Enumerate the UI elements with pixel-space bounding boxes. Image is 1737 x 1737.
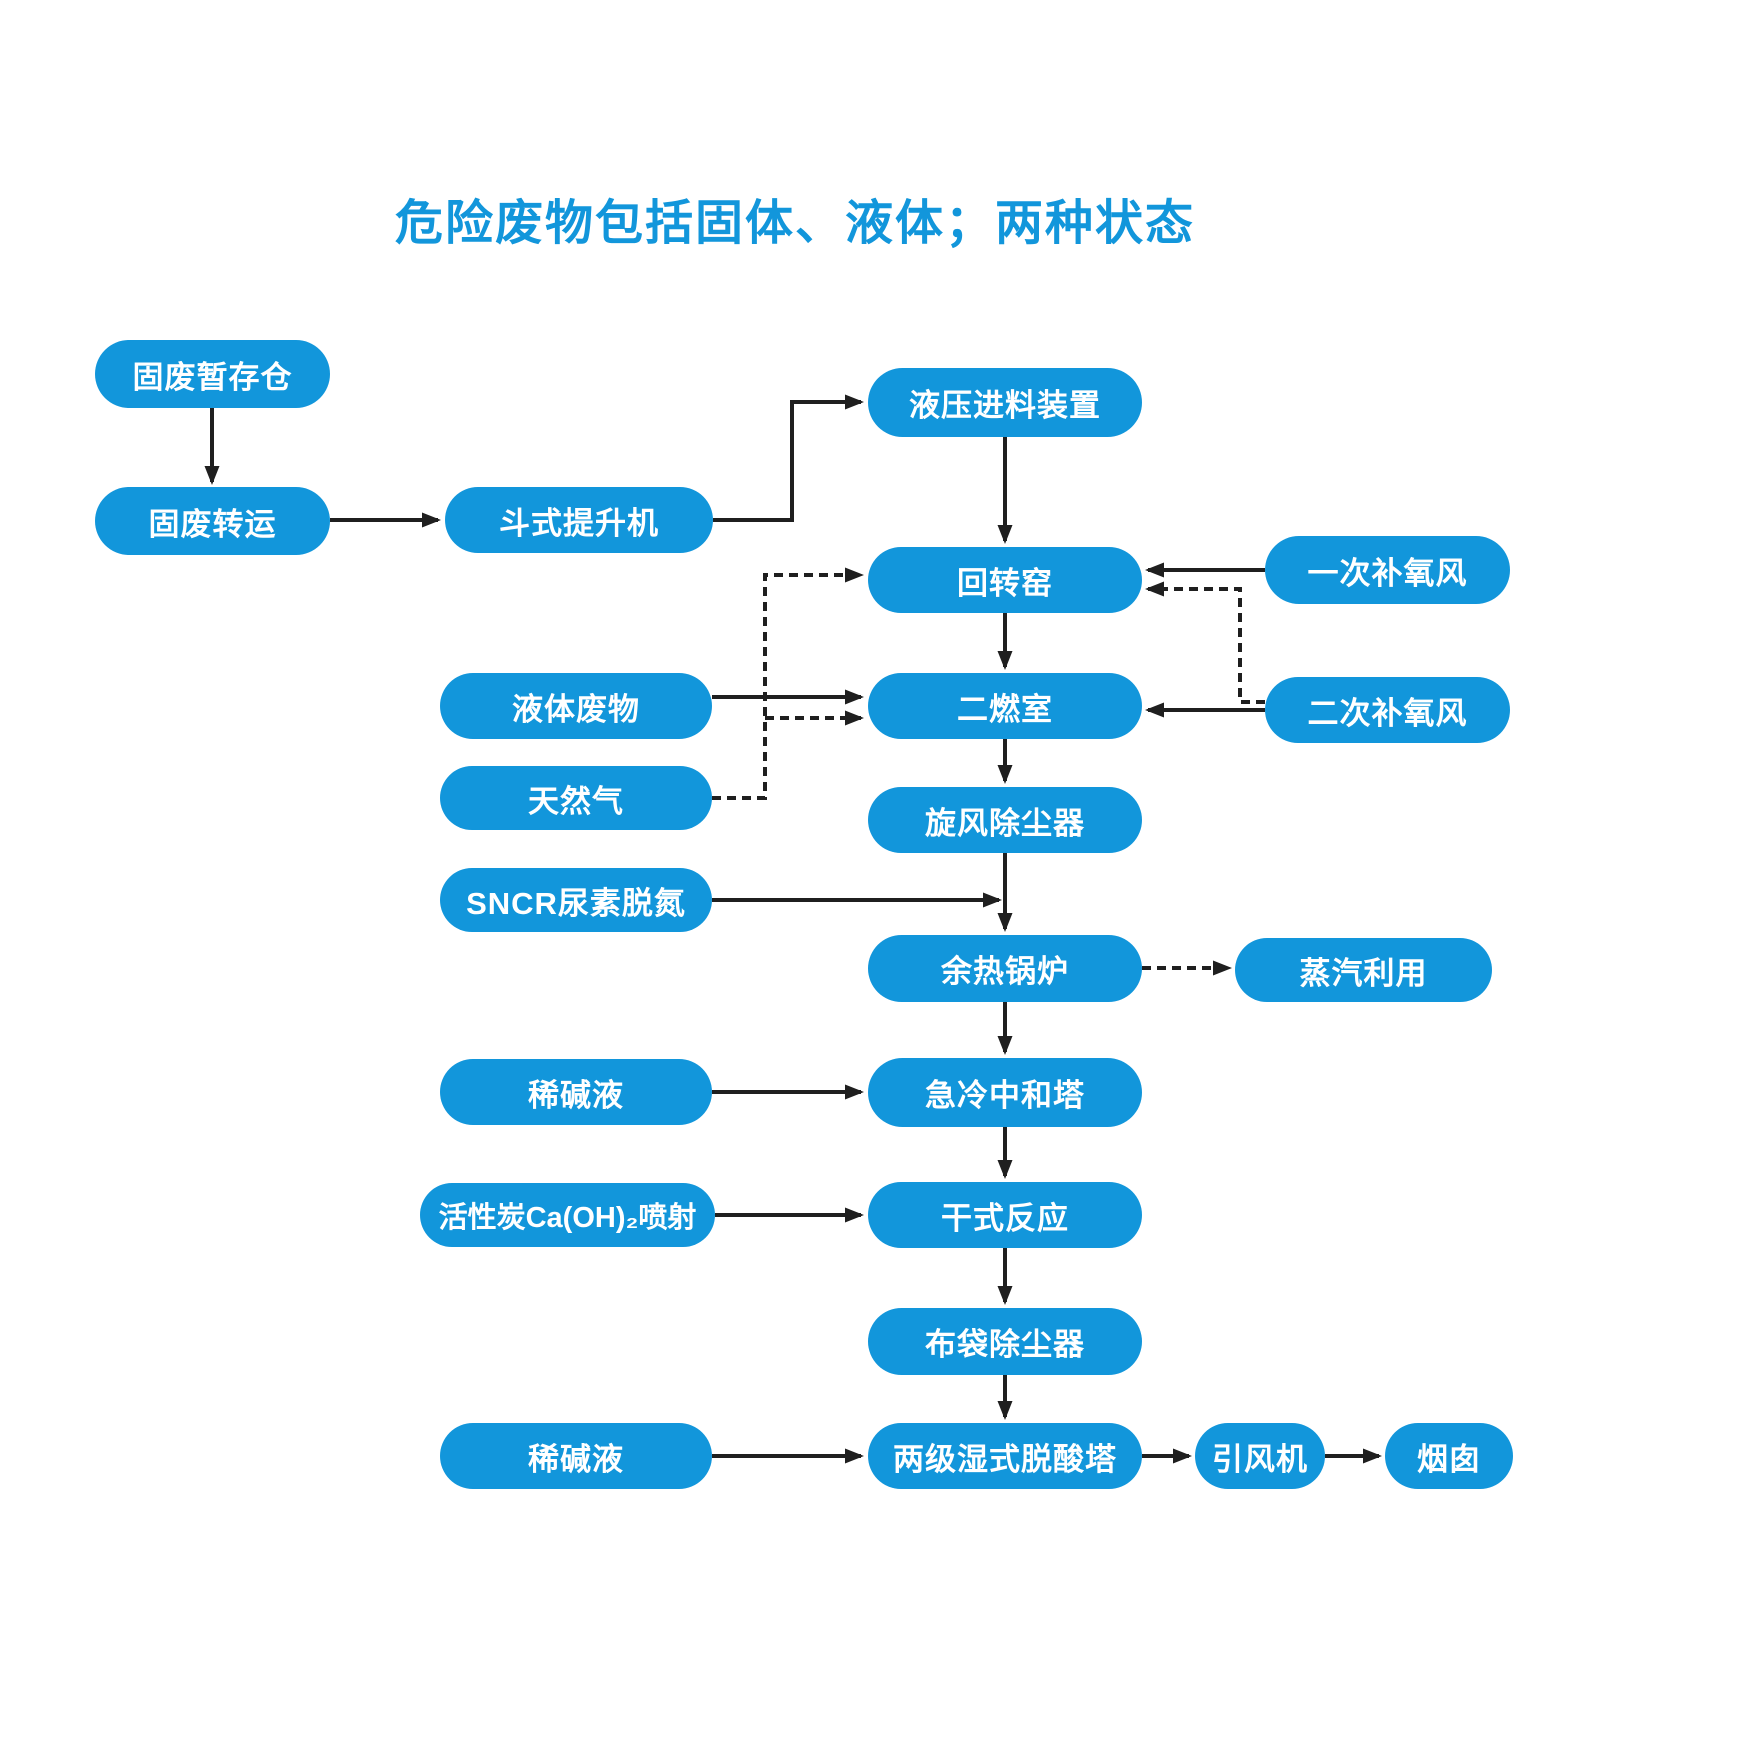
node-label: 两级湿式脱酸塔 xyxy=(893,1441,1117,1477)
node-two-stage-wet-deacidification-tower: 两级湿式脱酸塔 xyxy=(868,1423,1142,1489)
node-cyclone-dust-collector: 旋风除尘器 xyxy=(868,787,1142,853)
node-sncr-urea-denitrification: SNCR尿素脱氮 xyxy=(440,868,712,932)
node-label: 蒸汽利用 xyxy=(1299,955,1428,991)
node-label: 固废转运 xyxy=(148,506,277,542)
node-label: 稀碱液 xyxy=(528,1077,624,1113)
node-label: 二次补氧风 xyxy=(1307,695,1468,731)
node-label: 斗式提升机 xyxy=(499,505,659,541)
node-hydraulic-feeder: 液压进料装置 xyxy=(868,368,1142,437)
node-dry-reaction: 干式反应 xyxy=(868,1182,1142,1248)
node-secondary-oxygen-air: 二次补氧风 xyxy=(1265,677,1510,743)
node-quench-neutralization-tower: 急冷中和塔 xyxy=(868,1058,1142,1127)
node-label: 液体废物 xyxy=(512,691,640,727)
node-activated-carbon-injection: 活性炭Ca(OH)₂喷射 xyxy=(420,1183,715,1247)
node-natural-gas: 天然气 xyxy=(440,766,712,830)
node-label: SNCR尿素脱氮 xyxy=(466,885,686,921)
node-label: 固废暂存仓 xyxy=(132,359,293,395)
node-label: 天然气 xyxy=(528,783,624,819)
arrow-secondary-air-to-rotary-kiln xyxy=(1145,581,1265,704)
node-label: 稀碱液 xyxy=(528,1441,624,1477)
node-liquid-waste: 液体废物 xyxy=(440,673,712,739)
node-label: 余热锅炉 xyxy=(941,954,1069,989)
node-dilute-alkali-bottom: 稀碱液 xyxy=(440,1423,712,1489)
node-label: 一次补氧风 xyxy=(1307,555,1468,591)
node-dilute-alkali-top: 稀碱液 xyxy=(440,1059,712,1125)
node-label: 活性炭Ca(OH)₂喷射 xyxy=(438,1202,697,1234)
node-label: 二燃室 xyxy=(957,691,1053,727)
node-solid-waste-storage: 固废暂存仓 xyxy=(95,340,330,408)
node-label: 回转窑 xyxy=(957,565,1053,601)
node-rotary-kiln: 回转窑 xyxy=(868,547,1142,613)
node-induced-draft-fan: 引风机 xyxy=(1195,1423,1325,1489)
node-label: 旋风除尘器 xyxy=(925,805,1085,841)
node-waste-heat-boiler: 余热锅炉 xyxy=(868,935,1142,1002)
node-label: 布袋除尘器 xyxy=(925,1327,1085,1362)
node-label: 液压进料装置 xyxy=(909,388,1101,423)
node-label: 干式反应 xyxy=(941,1200,1069,1236)
node-steam-utilization: 蒸汽利用 xyxy=(1235,938,1492,1002)
arrow-bucket-elevator-to-hydraulic-feeder xyxy=(713,394,864,522)
arrow-natural-gas-to-rotary-kiln xyxy=(712,567,864,800)
node-label: 急冷中和塔 xyxy=(925,1078,1085,1113)
page-title: 危险废物包括固体、液体；两种状态 xyxy=(395,197,1196,250)
node-chimney: 烟囱 xyxy=(1385,1423,1513,1489)
node-primary-oxygen-air: 一次补氧风 xyxy=(1265,536,1510,604)
node-bag-filter: 布袋除尘器 xyxy=(868,1308,1142,1375)
node-label: 烟囱 xyxy=(1417,1441,1481,1477)
node-secondary-combustion-chamber: 二燃室 xyxy=(868,673,1142,739)
node-label: 引风机 xyxy=(1212,1441,1308,1477)
node-bucket-elevator: 斗式提升机 xyxy=(445,487,713,553)
node-solid-waste-transfer: 固废转运 xyxy=(95,487,330,555)
